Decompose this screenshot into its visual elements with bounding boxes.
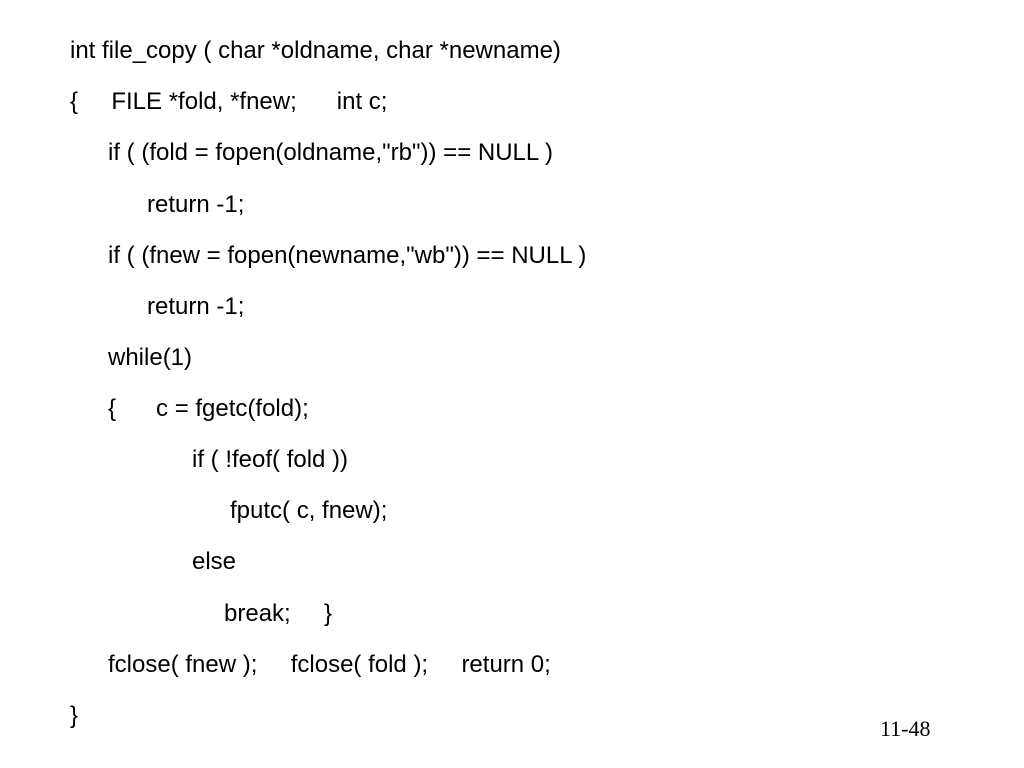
page-number: 11-48	[880, 716, 931, 741]
code-line-else: else	[192, 548, 237, 575]
code-line-break: break; }	[224, 600, 333, 627]
code-line-fclose-return: fclose( fnew ); fclose( fold ); return 0…	[108, 651, 551, 678]
code-line-feof-check: if ( !feof( fold ))	[192, 446, 349, 473]
code-line-fgetc: { c = fgetc(fold);	[108, 395, 309, 422]
code-line-while-loop: while(1)	[108, 344, 193, 371]
code-line-declarations: { FILE *fold, *fnew; int c;	[70, 88, 388, 115]
code-line-closing-brace: }	[70, 702, 79, 729]
code-line-return-error-1: return -1;	[147, 191, 245, 218]
code-line-return-error-2: return -1;	[147, 293, 245, 320]
code-line-open-old: if ( (fold = fopen(oldname,"rb")) == NUL…	[108, 139, 554, 166]
code-line-function-signature: int file_copy ( char *oldname, char *new…	[70, 37, 561, 64]
code-line-fputc: fputc( c, fnew);	[230, 497, 388, 524]
code-line-open-new: if ( (fnew = fopen(newname,"wb")) == NUL…	[108, 242, 587, 269]
